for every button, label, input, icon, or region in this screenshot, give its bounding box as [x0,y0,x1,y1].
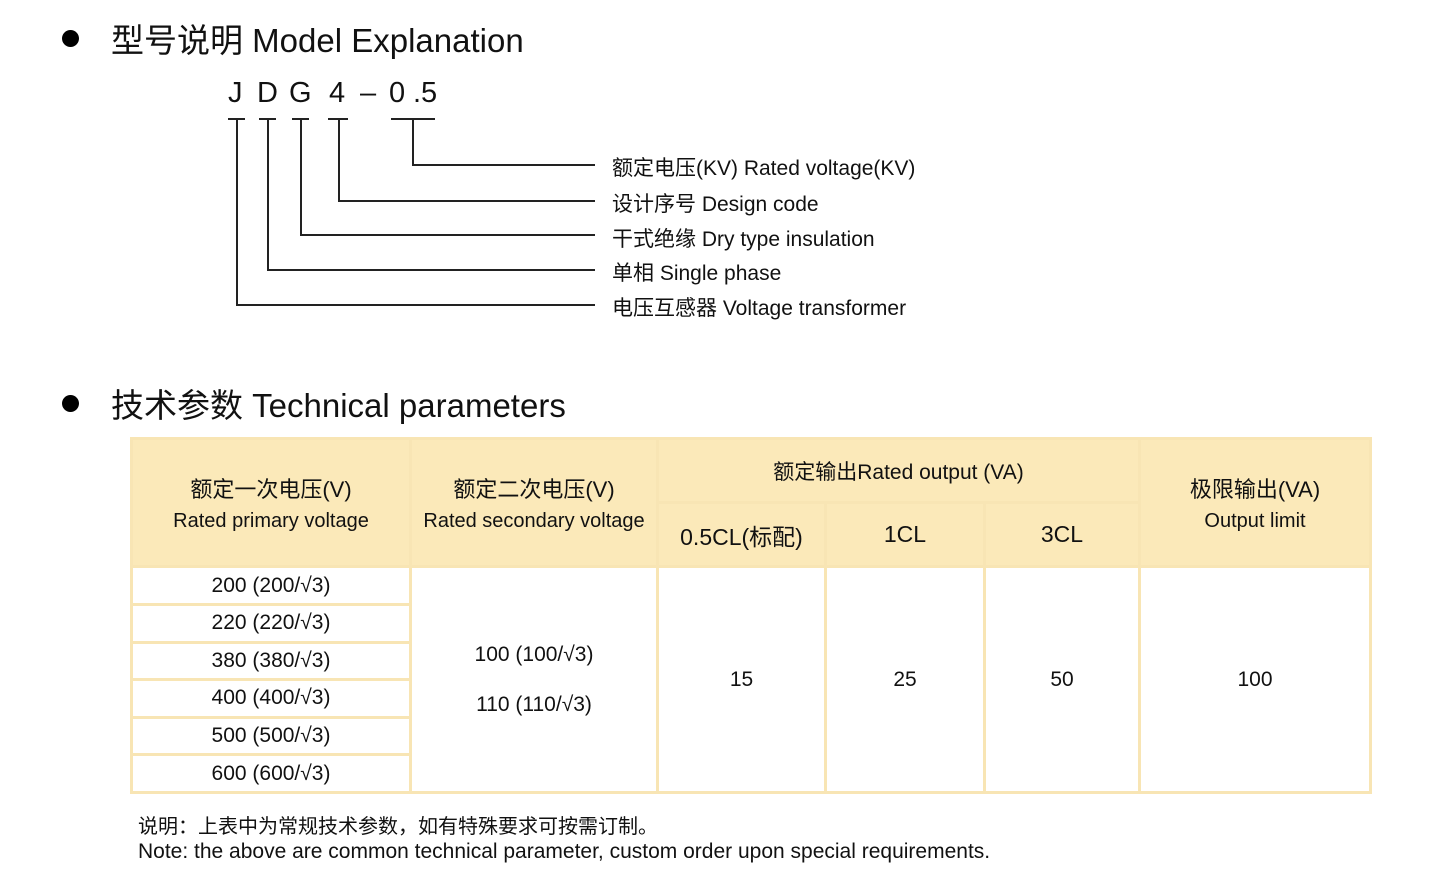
primary-voltage-cell: 400 (400/√3) [130,678,412,719]
connector-horizontal-j [236,304,595,306]
table-row: 220 (220/√3) [130,602,1371,644]
header-class-1: 1CL [824,501,986,569]
header-output-limit: 极限输出(VA) Output limit [1138,436,1372,569]
label-single-phase: 单相 Single phase [612,262,782,285]
connector-vertical-j [236,118,238,306]
primary-voltage-cell: 600 (600/√3) [130,753,412,794]
secondary-value-100: 100 (100/√3) [474,642,594,666]
header-class-3: 3CL [983,501,1141,569]
bullet-icon [62,394,79,412]
header-limit-en: Output limit [1204,510,1306,533]
model-explanation-title: 型号说明 Model Explanation [111,22,524,59]
primary-voltage-cell: 500 (500/√3) [130,715,412,757]
connector-vertical-05 [412,118,414,166]
header-primary-en: Rated primary voltage [173,510,369,533]
header-row-sub: 0.5CL(标配) 1CL 3CL [132,501,1371,569]
connector-vertical-4 [338,118,340,202]
header-class-05: 0.5CL(标配) [656,501,827,569]
table-row: 380 (380/√3) [130,640,1371,682]
header-primary-cn: 额定一次电压(V) [190,477,352,503]
code-letter-j: J [228,77,243,109]
table-row: 400 (400/√3) [130,678,1371,719]
label-rated-voltage: 额定电压(KV) Rated voltage(KV) [612,157,916,180]
connector-vertical-g [300,118,302,236]
code-letter-g: G [289,77,312,109]
connector-horizontal-d [267,269,595,271]
header-rated-output: 额定输出Rated output (VA) [656,436,1141,505]
output-3-cell: 50 [983,565,1141,794]
label-design-code: 设计序号 Design code [612,193,819,216]
table-row: 500 (500/√3) [130,715,1371,757]
connector-horizontal-05 [412,164,595,166]
code-letter-dash: – [360,77,377,109]
primary-voltage-cell: 380 (380/√3) [130,640,412,682]
output-1-cell: 25 [824,565,986,794]
header-secondary-en: Rated secondary voltage [423,510,645,533]
code-letter-point5: .5 [413,77,438,109]
primary-voltage-cell: 200 (200/√3) [130,565,412,606]
parameters-table: 额定一次电压(V) Rated primary voltage 额定二次电压(V… [130,436,1372,794]
code-letter-4: 4 [329,77,346,109]
header-row-top: 额定一次电压(V) Rated primary voltage 额定二次电压(V… [130,436,1372,569]
header-secondary-cn: 额定二次电压(V) [453,477,615,503]
note-chinese: 说明：上表中为常规技术参数，如有特殊要求可按需订制。 [138,816,658,838]
code-letter-d: D [257,77,278,109]
secondary-voltage-cell: 100 (100/√3) 110 (110/√3) [409,565,659,794]
secondary-value-110: 110 (110/√3) [476,692,592,716]
primary-voltage-cell: 220 (220/√3) [130,602,412,644]
table-row: 200 (200/√3) 100 (100/√3) 110 (110/√3) 1… [130,565,1372,794]
header-limit-cn: 极限输出(VA) [1189,477,1321,503]
model-explanation-heading: 型号说明 Model Explanation [62,14,524,62]
connector-horizontal-4 [338,200,595,202]
label-dry-type-insulation: 干式绝缘 Dry type insulation [612,228,875,251]
table-row: 600 (600/√3) [130,753,1371,794]
note-english: Note: the above are common technical par… [138,840,991,863]
technical-parameters-title: 技术参数 Technical parameters [111,387,566,424]
output-05-cell: 15 [656,565,827,794]
technical-parameters-heading: 技术参数 Technical parameters [62,379,566,427]
output-limit-cell: 100 [1138,565,1372,794]
connector-horizontal-g [300,234,595,236]
connector-vertical-d [267,118,269,271]
header-secondary-voltage: 额定二次电压(V) Rated secondary voltage [409,436,659,569]
bullet-icon [62,29,79,47]
label-voltage-transformer: 电压互感器 Voltage transformer [612,297,907,320]
header-primary-voltage: 额定一次电压(V) Rated primary voltage [130,436,412,569]
code-letter-0: 0 [389,77,406,109]
